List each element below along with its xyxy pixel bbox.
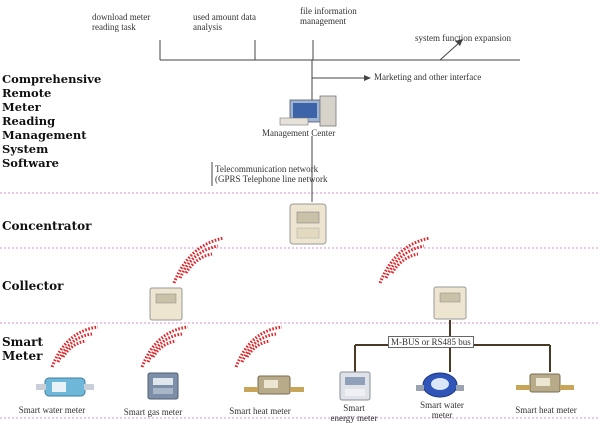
signal-arcs (50, 236, 431, 368)
caption-line: Smart gas meter (123, 407, 183, 417)
system-title-line: Meter (2, 100, 41, 114)
caption-smart-heat-meter-left: Smart heat meter (212, 406, 308, 416)
meter-water-right (416, 372, 464, 398)
signal-collector-right (378, 236, 431, 284)
caption-smart-heat-meter-right: Smart heat meter (496, 405, 596, 415)
caption-smart-gas-meter: Smart gas meter (108, 407, 198, 417)
collector-device-right (433, 286, 467, 320)
meter-heat-left (244, 375, 304, 395)
function-label-line: reading task (92, 22, 136, 32)
signal-collector-left (172, 236, 225, 284)
bus-label: M-BUS or RS485 bus (388, 336, 474, 348)
function-download-task: download meter reading task (92, 12, 150, 32)
signal-meter-heat (234, 325, 283, 368)
function-label-line: analysis (193, 22, 222, 32)
marketing-arrow (364, 75, 371, 81)
caption-line: Smart water meter (18, 405, 86, 415)
function-label-line: download meter (92, 12, 151, 22)
system-title-line: Management (2, 128, 87, 142)
section-collector: Collector (2, 279, 64, 293)
meter-heat-right (516, 373, 574, 393)
management-center-computer (279, 95, 337, 127)
meter-gas-left (147, 372, 179, 400)
caption-smart-water-meter: Smart water meter (2, 405, 102, 415)
function-file-information: file information management (300, 6, 357, 26)
management-center-label: Management Center (262, 128, 336, 138)
function-label-line: system function expansion (415, 33, 511, 43)
system-title-line: Reading (2, 114, 56, 128)
function-used-amount-analysis: used amount data analysis (193, 12, 256, 32)
caption-line: meter (431, 410, 453, 420)
expansion-arrow (455, 39, 463, 46)
section-smart-meter: Smart Meter (2, 335, 43, 363)
caption-line: Smart heat meter (515, 405, 577, 415)
concentrator-device (289, 203, 327, 245)
section-smart-meter-line: Smart (2, 335, 44, 349)
system-title-line: Remote (2, 86, 52, 100)
function-label-line: used amount data (193, 12, 256, 22)
function-label-line: file information (300, 6, 357, 16)
caption-line: Smart (343, 403, 365, 413)
caption-smart-energy-meter: Smart energy meter (316, 403, 392, 423)
collector-device-left (149, 287, 183, 321)
section-separators (0, 192, 600, 419)
caption-line: energy meter (330, 413, 378, 423)
system-title-line: Software (2, 156, 59, 170)
system-software-title: Comprehensive Remote Meter Reading Manag… (2, 72, 142, 170)
signal-meter-gas (140, 325, 189, 368)
function-label-line: management (300, 16, 346, 26)
caption-smart-water-meter-right: Smart water meter (412, 400, 472, 420)
section-concentrator: Concentrator (2, 219, 92, 233)
system-title-line: System (2, 142, 49, 156)
caption-line: Smart water (420, 400, 464, 410)
meter-energy-right (339, 371, 371, 401)
function-system-expansion: system function expansion (415, 33, 511, 43)
caption-line: Smart heat meter (229, 406, 291, 416)
network-label-line: Telecommunication network (215, 164, 319, 174)
network-label-line: (GPRS Telephone line network (215, 174, 328, 184)
section-smart-meter-line: Meter (2, 349, 43, 363)
function-bracket (159, 40, 520, 102)
signal-meter-water (50, 325, 99, 368)
marketing-interface-label: Marketing and other interface (374, 72, 482, 82)
system-title-line: Comprehensive (2, 72, 102, 86)
meter-water-left (36, 377, 94, 397)
network-label: Telecommunication network (GPRS Telephon… (215, 164, 327, 184)
